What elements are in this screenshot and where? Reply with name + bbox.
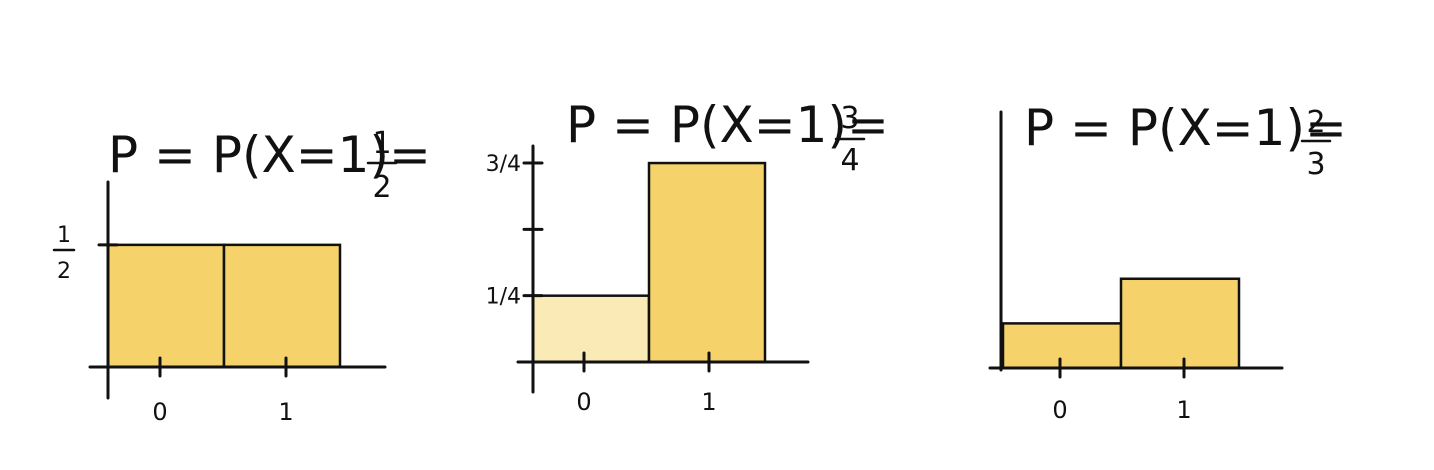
chart-panel-2: P = P(X=1)= 3 4 0 1 1/4 3/4 (486, 96, 889, 416)
chart-panel-1: P = P(X=1)= 1 2 0 1 1 2 (52, 126, 431, 426)
chart-3-title-denominator: 3 (1306, 147, 1325, 182)
chart-2-bar-0 (531, 294, 651, 364)
chart-2-title-numerator: 3 (840, 101, 859, 136)
chart-2-xtick-label-1: 1 (701, 388, 716, 416)
chart-2-ytick-label-2: 3/4 (486, 152, 521, 177)
chart-3-title: P = P(X=1)= (1024, 99, 1347, 157)
chart-2-xtick-label-0: 0 (576, 388, 591, 416)
chart-3-bar-0 (1001, 322, 1123, 370)
chart-1-title: P = P(X=1)= (108, 126, 431, 184)
chart-2-title: P = P(X=1)= (566, 96, 889, 154)
chart-3-bar-1 (1119, 277, 1241, 370)
chart-2-ytick-label-0: 1/4 (486, 285, 521, 310)
chart-1-bar-0 (106, 243, 226, 369)
chart-3-xtick-label-1: 1 (1176, 396, 1191, 424)
chart-1-xtick-label-1: 1 (278, 398, 293, 426)
chart-1-bar-1 (222, 243, 342, 369)
chart-panel-3: P = P(X=1)= 2 3 0 1 (988, 99, 1347, 424)
chart-1-xtick-label-0: 0 (152, 398, 167, 426)
chart-1-title-numerator: 1 (372, 126, 391, 161)
chart-1-ytick-label-numerator: 1 (57, 223, 71, 248)
chart-1-ytick-label-denominator: 2 (57, 259, 71, 284)
chart-2-bar-1 (647, 161, 767, 364)
chart-2-title-denominator: 4 (840, 143, 859, 178)
chart-1-title-denominator: 2 (372, 170, 391, 205)
chart-3-xtick-label-0: 0 (1052, 396, 1067, 424)
chart-3-title-numerator: 2 (1306, 105, 1325, 140)
